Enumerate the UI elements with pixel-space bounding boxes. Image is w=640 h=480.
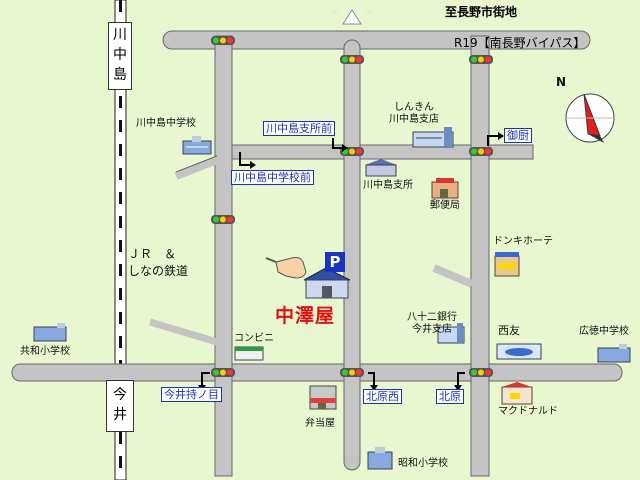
road-diagonal-east [432, 264, 474, 288]
label-mcdonalds: マクドナルド [498, 406, 558, 417]
lunch-shop-building-icon [309, 385, 337, 410]
road-center [343, 39, 361, 471]
school-building-icon [367, 447, 393, 470]
school-building-icon [33, 323, 67, 342]
bus-stop-gomachi: 御厨 [504, 128, 532, 143]
bus-stop-arrow-icon [487, 135, 498, 146]
bus-stop-kitahara-nishi: 北原西 [363, 389, 402, 404]
traffic-light-icon [340, 55, 364, 64]
traffic-light-icon [211, 368, 235, 377]
traffic-light-icon [340, 368, 364, 377]
bus-stop-arrow-icon [201, 372, 210, 385]
traffic-light-icon [211, 36, 235, 45]
traffic-light-icon [469, 368, 493, 377]
label-donki: ドンキホーテ [493, 236, 553, 247]
bus-stop-arrow-icon [457, 372, 465, 385]
label-kotoku: 広徳中学校 [579, 326, 629, 337]
destination-label: 至長野市街地 [445, 5, 518, 19]
station-imai: 今 井 [106, 380, 134, 432]
compass-icon [565, 93, 615, 143]
bus-stop-kitahara: 北原 [436, 389, 464, 404]
label-showa: 昭和小学校 [398, 458, 448, 469]
store-name: 中澤屋 [275, 305, 336, 327]
label-kyowa: 共和小学校 [20, 346, 70, 357]
label-shinkin: しんきん 川中島支店 [389, 102, 439, 125]
road-south [11, 363, 623, 382]
railway-label: ＪＲ ＆ しなの鉄道 [128, 247, 189, 278]
bank-building-icon [412, 127, 454, 148]
station-kawanakajima: 川 中 島 [108, 22, 132, 90]
label-konbini: コンビニ [234, 333, 274, 344]
nakazawaya-shop-building-icon [303, 267, 351, 299]
store-building-icon [494, 252, 520, 277]
convenience-store-icon [234, 346, 264, 361]
bank-building-icon [437, 323, 465, 344]
school-building-icon [182, 136, 212, 155]
bus-stop-arrow-icon [332, 138, 342, 149]
route-label: R19【南長野バイパス】 [454, 36, 586, 50]
label-yubinkyoku: 郵便局 [430, 200, 460, 211]
bus-stop-kawanakajima-shisho-mae: 川中島支所前 [263, 121, 335, 136]
label-kawanakajima-chugakko: 川中島中学校 [136, 118, 196, 129]
label-bentoya: 弁当屋 [305, 418, 335, 429]
label-shisho: 川中島支所 [363, 180, 413, 191]
road-east [470, 35, 490, 477]
restaurant-building-icon [501, 382, 533, 405]
label-hachijuni: 八十二銀行 今井支店 [407, 312, 457, 335]
bus-stop-arrow-icon [368, 372, 375, 385]
civic-office-building-icon [365, 159, 397, 177]
supermarket-building-icon [496, 343, 542, 360]
traffic-light-icon [469, 55, 493, 64]
bus-stop-kawanakajima-chugakko-mae: 川中島中学校前 [231, 170, 314, 185]
bus-stop-arrow-icon [239, 152, 250, 166]
post-office-building-icon [431, 178, 459, 199]
school-building-icon [597, 344, 631, 363]
compass-north-label: N [556, 75, 567, 89]
destination-arrow-icon [342, 9, 362, 25]
road-west [214, 35, 233, 477]
road-diagonal-west [174, 156, 219, 180]
label-saiyu: 西友 [498, 324, 520, 337]
parking-sign: P [325, 252, 345, 272]
bus-stop-imai-mochizuki: 今井持ノ目 [161, 387, 222, 402]
pointing-hand-icon [265, 257, 307, 279]
traffic-light-icon [211, 215, 235, 224]
traffic-light-icon [469, 147, 493, 156]
road-diagonal-sw [148, 318, 219, 346]
